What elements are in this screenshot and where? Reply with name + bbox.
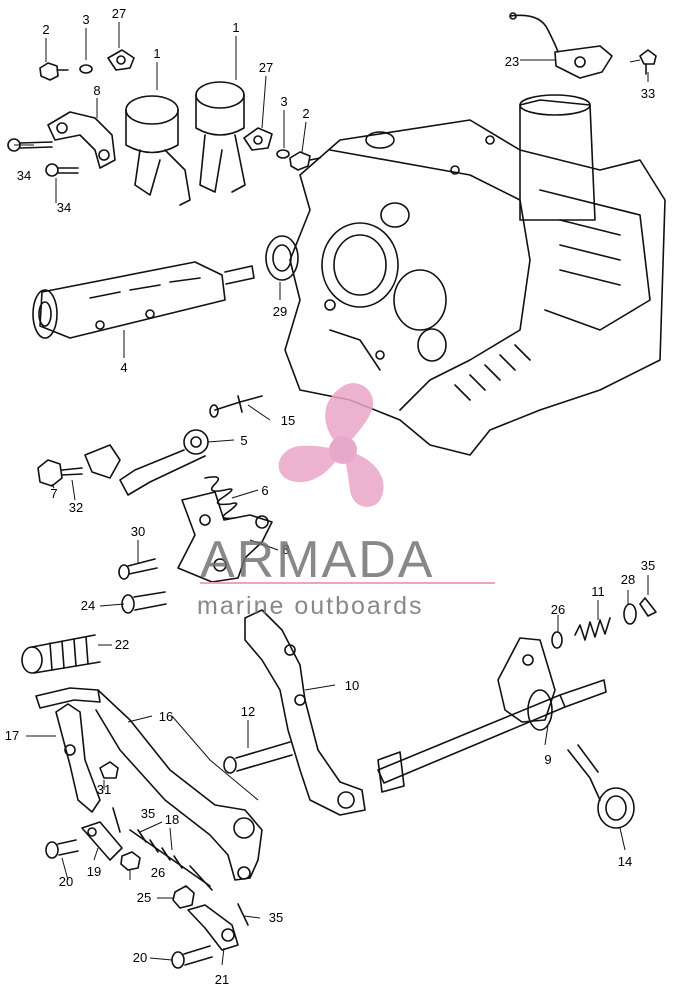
callout-2-top: 2	[42, 22, 49, 37]
callout-2-right: 2	[302, 106, 309, 121]
link-21	[188, 905, 238, 950]
watermark-brand: ARMADA	[200, 531, 434, 589]
nut-26-lower	[121, 852, 140, 870]
callout-17: 17	[5, 728, 19, 743]
callout-19: 19	[87, 864, 101, 879]
callout-14: 14	[618, 854, 632, 869]
callout-11: 10	[345, 678, 359, 693]
callout-3-right: 3	[280, 94, 287, 109]
callout-27-top: 27	[112, 6, 126, 21]
shift-arm	[85, 430, 208, 495]
callout-26-right: 26	[551, 602, 565, 617]
callout-35-right: 35	[641, 558, 655, 573]
callout-24: 24	[81, 598, 95, 613]
bolt-30	[119, 559, 157, 579]
shift-fork-left	[126, 96, 190, 205]
watermark-tagline: marine outboards	[197, 592, 424, 620]
screw-34-lower	[46, 164, 78, 176]
spring-6	[205, 477, 237, 519]
callout-6: 6	[261, 483, 268, 498]
callout-34-lower: 34	[57, 200, 71, 215]
return-spring	[568, 745, 634, 828]
neutral-switch	[510, 13, 612, 78]
bolt-24	[122, 592, 166, 613]
callout-13: 12	[241, 704, 255, 719]
washer-28	[624, 604, 636, 624]
crankcase-housing	[285, 95, 665, 455]
pin-15	[210, 396, 262, 417]
shift-drum	[33, 262, 254, 338]
callout-3-top: 3	[82, 12, 89, 27]
callout-23: 23	[505, 54, 519, 69]
callout-31: 31	[97, 782, 111, 797]
shift-fork-right	[196, 82, 245, 192]
clip-35-middle	[113, 808, 120, 832]
leader-lines	[14, 22, 649, 966]
pedal-arm	[56, 704, 100, 812]
callout-4: 4	[120, 360, 127, 375]
bolt-31	[100, 762, 118, 778]
callout-1-left: 1	[153, 46, 160, 61]
callout-32: 32	[69, 500, 83, 515]
shift-lever-plate	[245, 610, 365, 815]
bolt-13	[224, 742, 292, 773]
callout-34-upper: 34	[17, 168, 31, 183]
callout-21: 21	[215, 972, 229, 987]
rubber-boot	[22, 635, 100, 673]
callout-8: 8	[282, 542, 289, 557]
clip-35-lower	[238, 904, 248, 925]
bearing	[266, 236, 298, 280]
callout-9: 8	[93, 83, 100, 98]
callout-22: 22	[115, 637, 129, 652]
callout-26-lower: 26	[151, 865, 165, 880]
gearshift-pedal	[36, 688, 262, 880]
stopper-plate	[178, 492, 272, 582]
callout-29: 29	[273, 304, 287, 319]
callout-5: 5	[240, 433, 247, 448]
callout-30: 30	[131, 524, 145, 539]
spring-plate-27-right	[244, 128, 272, 150]
bolt-20-lower	[172, 946, 212, 968]
spring-plate-27-top	[108, 50, 134, 70]
link-19	[82, 822, 122, 860]
cap-bolt-2-top	[40, 63, 68, 80]
callout-18: 18	[165, 812, 179, 827]
cap-bolt-2-right	[290, 152, 320, 170]
bolt-20-upper	[46, 840, 78, 858]
nut-25	[173, 886, 194, 908]
tie-rod-18	[130, 830, 212, 890]
washer-3-right	[277, 150, 289, 158]
callout-20-lower: 20	[133, 950, 147, 965]
watermark-underline	[200, 582, 495, 584]
spring-12	[575, 618, 610, 640]
washer-3-top	[80, 65, 92, 73]
callout-28: 28	[621, 572, 635, 587]
armada-watermark: ARMADA marine outboards	[197, 383, 495, 620]
callout-25: 25	[137, 890, 151, 905]
callout-10: 9	[544, 752, 551, 767]
callout-35-lower: 35	[269, 910, 283, 925]
callout-15: 15	[281, 413, 295, 428]
callout-16: 16	[159, 709, 173, 724]
bolt-7	[38, 460, 82, 486]
callout-20-upper: 20	[59, 874, 73, 889]
callout-12: 11	[591, 584, 605, 599]
guide-plate	[48, 112, 115, 168]
callout-33: 33	[641, 86, 655, 101]
propeller-logo-icon	[278, 383, 384, 507]
gearshift-spindle	[378, 638, 606, 792]
clip-35-right	[640, 598, 656, 616]
callout-35-middle: 35	[141, 806, 155, 821]
bolt-33	[640, 50, 656, 74]
callout-27-right: 27	[259, 60, 273, 75]
callout-labels: 2 3 27 1 1 8 27 3 2 34 34 23 33 29 4 15 …	[5, 6, 655, 987]
callout-7: 7	[50, 486, 57, 501]
callout-1-right: 1	[232, 20, 239, 35]
washer-26-right	[552, 632, 562, 648]
